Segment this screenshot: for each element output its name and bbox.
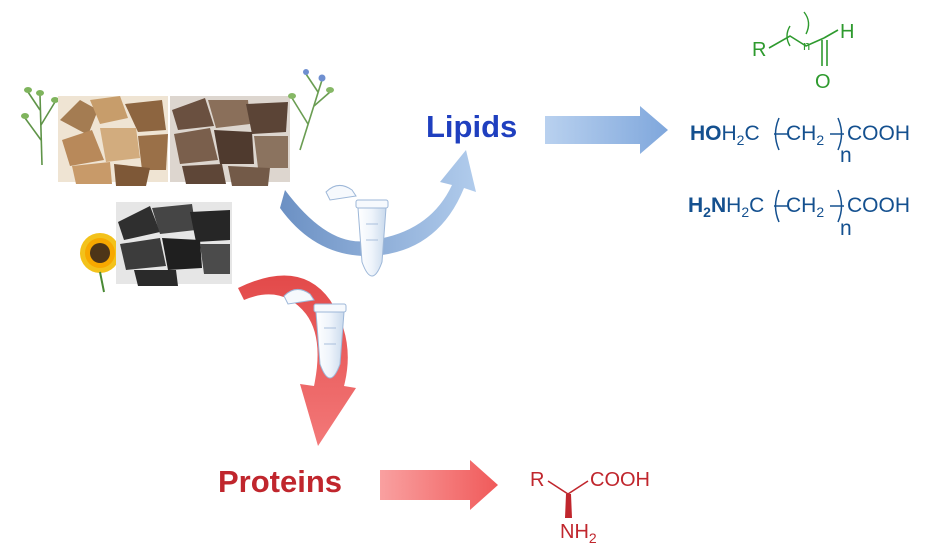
proteins-block-arrow: [380, 460, 498, 510]
aldehyde-o: O: [815, 71, 831, 93]
protein-extraction-step: [238, 275, 356, 446]
flax-plant-right-icon: [288, 69, 334, 151]
svg-text:CH2: CH2: [786, 122, 824, 148]
amino-acid-chain-structure: H2NH2C CH2 COOH n: [688, 189, 910, 240]
svg-text:NH2: NH2: [560, 521, 597, 546]
amino-acid-cooh: COOH: [590, 469, 650, 491]
hydroxy-lead: HO: [690, 122, 722, 145]
aldehyde-h: H: [840, 21, 854, 43]
proteins-label: Proteins: [218, 464, 342, 499]
sunflower-oilcake-image: [116, 202, 232, 286]
aldehyde-r: R: [752, 39, 766, 61]
amino-acid-nh: NH: [560, 521, 589, 543]
amino-acid-r: R: [530, 469, 544, 491]
dark-oilcake-image: [170, 96, 290, 186]
amino-chain-cooh: COOH: [847, 194, 910, 217]
flax-plant-left-icon: [21, 87, 59, 166]
microcentrifuge-tube-bottom-icon: [283, 289, 347, 379]
svg-text:H2NH2C: H2NH2C: [688, 194, 764, 220]
biomass-images: [21, 69, 334, 293]
microcentrifuge-tube-top-icon: [325, 185, 389, 277]
svg-text:CH2: CH2: [786, 194, 824, 220]
aldehyde-n: n: [803, 38, 810, 53]
aldehyde-structure: R n H O: [752, 11, 854, 93]
svg-text:HOH2C: HOH2C: [690, 122, 760, 148]
amino-chain-n: n: [840, 217, 852, 240]
lipids-block-arrow: [545, 106, 668, 154]
hydroxy-acid-structure: HOH2C CH2 COOH n: [690, 117, 910, 167]
hydroxy-n: n: [840, 144, 852, 167]
sunflower-icon: [80, 233, 120, 293]
lipid-extraction-step: [280, 150, 476, 277]
blue-curved-arrow: [280, 150, 476, 257]
light-oilcake-image: [58, 96, 168, 186]
lipids-label: Lipids: [426, 109, 517, 144]
amino-acid-structure: R COOH NH2: [530, 469, 650, 546]
hydroxy-cooh: COOH: [847, 122, 910, 145]
